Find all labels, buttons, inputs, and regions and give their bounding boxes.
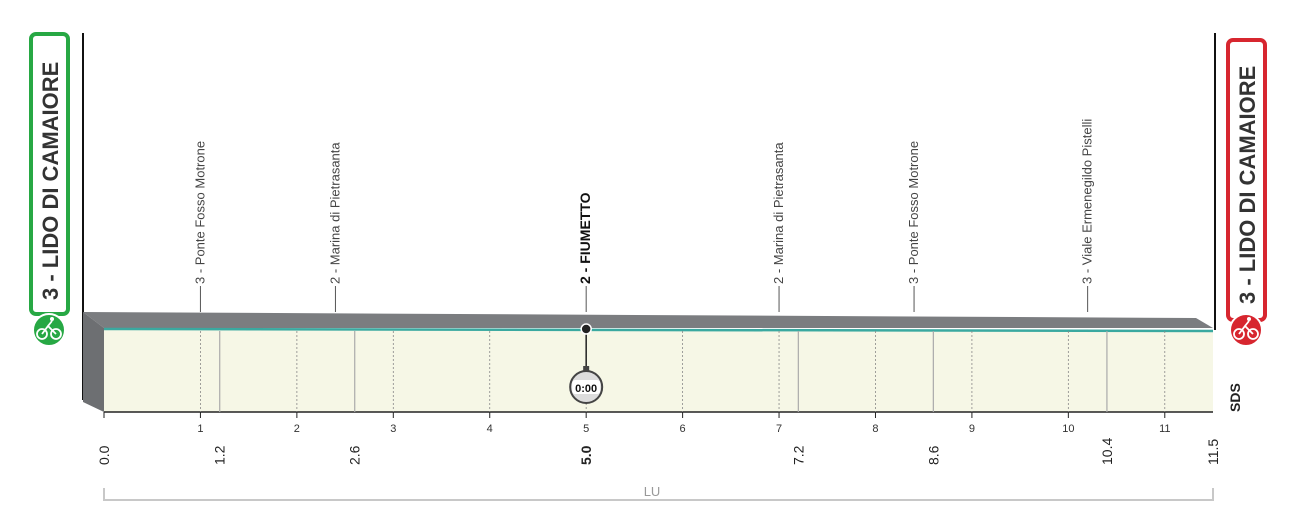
km-tick-label: 11: [1159, 423, 1170, 435]
start-sign: 3 - LIDO DI CAMAIORE: [29, 32, 70, 347]
waypoints: 3 - Ponte Fosso Motrone 2 - Marina di Pie…: [192, 119, 1095, 312]
sds-watermark: SDS: [1227, 383, 1243, 412]
waypoint: 2 - Marina di Pietrasanta: [327, 142, 342, 312]
profile-body: [104, 330, 1213, 412]
km-axis: 1 2 3 4 5 6 7 8 9 10 11: [103, 412, 1170, 435]
segment-bracket: LU: [103, 484, 1214, 501]
distance-marks: 0.0 1.2 2.6 5.0 7.2 8.6 10.4 11.5: [96, 438, 1221, 465]
cyclist-green-icon: [32, 313, 66, 347]
profile-top-surface: [83, 312, 1213, 328]
waypoint-label: 3 - Ponte Fosso Motrone: [192, 141, 207, 284]
km-tick-label: 3: [390, 423, 396, 435]
stopwatch-icon: 0:00: [569, 366, 604, 404]
km-tick-label: 4: [487, 423, 493, 435]
distance-mark-label: 0.0: [96, 445, 112, 465]
waypoint-label: 2 - Marina di Pietrasanta: [327, 142, 342, 284]
km-tick-label: 1: [197, 423, 203, 435]
distance-mark-label: 7.2: [790, 445, 806, 465]
distance-mark-label: 5.0: [578, 445, 594, 465]
km-tick-label: 5: [583, 423, 589, 435]
bracket-line: [103, 488, 1214, 501]
waypoint: 2 - FIUMETTO: [577, 192, 593, 312]
checkpoint: 0:00: [569, 323, 604, 404]
waypoint-label: 3 - Ponte Fosso Motrone: [906, 141, 921, 284]
waypoint: 3 - Ponte Fosso Motrone: [192, 141, 207, 312]
distance-mark-label: 8.6: [925, 445, 941, 465]
elevation-profile: [83, 312, 1214, 413]
waypoint-label: 2 - Marina di Pietrasanta: [771, 142, 786, 284]
km-tick-label: 10: [1062, 423, 1074, 435]
km-tick-label: 7: [776, 423, 782, 435]
km-tick-label: 6: [680, 423, 686, 435]
distance-mark-label: 10.4: [1099, 438, 1115, 465]
segment-label: LU: [644, 484, 661, 499]
waypoint: 2 - Marina di Pietrasanta: [771, 142, 786, 312]
finish-sign: 3 - LIDO DI CAMAIORE: [1226, 38, 1267, 347]
waypoint-label: 2 - FIUMETTO: [577, 192, 593, 284]
km-tick-label: 2: [294, 423, 300, 435]
waypoint-label: 3 - Viale Ermenegildo Pistelli: [1080, 119, 1095, 284]
checkpoint-time: 0:00: [575, 383, 597, 395]
start-label: 3 - LIDO DI CAMAIORE: [38, 62, 63, 300]
waypoint: 3 - Viale Ermenegildo Pistelli: [1080, 119, 1095, 312]
distance-mark-label: 11.5: [1205, 439, 1221, 465]
km-tick-label: 9: [969, 423, 975, 435]
route-line: [103, 327, 1214, 333]
cyclist-red-icon: [1229, 313, 1263, 347]
checkpoint-dot: [580, 323, 592, 335]
waypoint: 3 - Ponte Fosso Motrone: [906, 141, 921, 312]
km-tick-label: 8: [872, 423, 878, 435]
distance-mark-label: 2.6: [347, 445, 363, 465]
finish-label: 3 - LIDO DI CAMAIORE: [1235, 66, 1260, 304]
profile-front-face: [83, 312, 104, 412]
distance-mark-label: 1.2: [212, 445, 228, 465]
